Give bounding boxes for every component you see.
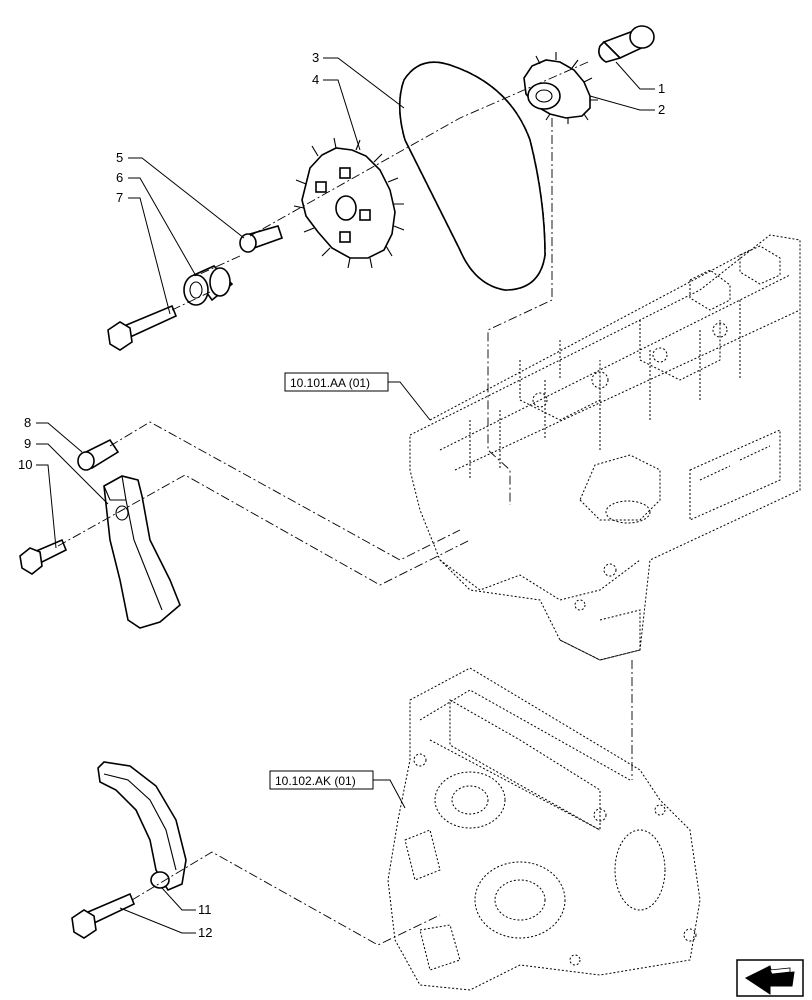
front-cover-drawing (387, 667, 701, 991)
part-1-pin (598, 25, 655, 63)
reference-box-front-cover[interactable]: 10.102.AK (01) (269, 770, 374, 790)
part-3-chain (398, 61, 546, 291)
part-2-gear (523, 52, 598, 124)
leader-lines (36, 57, 655, 934)
callout-9: 9 (24, 436, 31, 451)
reference-cylinder-head[interactable]: 10.101.AA (01) (290, 376, 370, 390)
reference-front-cover[interactable]: 10.102.AK (01) (275, 774, 356, 788)
callout-11: 11 (198, 902, 212, 917)
callout-1: 1 (658, 81, 665, 96)
part-11-chain-guide (97, 761, 187, 892)
callout-3: 3 (312, 50, 319, 65)
part-7-bolt (107, 304, 178, 351)
part-5-screw (239, 225, 284, 253)
assembly-axes (57, 61, 633, 946)
callout-8: 8 (24, 415, 31, 430)
callout-labels: 1 2 3 4 5 6 7 8 9 10 11 12 (18, 50, 665, 940)
reference-box-cylinder-head[interactable]: 10.101.AA (01) (284, 372, 389, 392)
callout-2: 2 (658, 102, 665, 117)
callout-12: 12 (198, 925, 212, 940)
part-8-pin (77, 438, 120, 471)
part-12-bolt (71, 892, 136, 939)
arrow-icon[interactable] (736, 959, 804, 997)
callout-7: 7 (116, 190, 123, 205)
cylinder-head-drawing (409, 234, 801, 661)
part-9-chain-guide (103, 475, 181, 629)
callout-10: 10 (18, 457, 32, 472)
callout-5: 5 (116, 150, 123, 165)
part-6-bushing (183, 265, 234, 306)
part-4-sprocket (293, 137, 405, 269)
callout-4: 4 (312, 72, 319, 87)
callout-6: 6 (116, 170, 123, 185)
